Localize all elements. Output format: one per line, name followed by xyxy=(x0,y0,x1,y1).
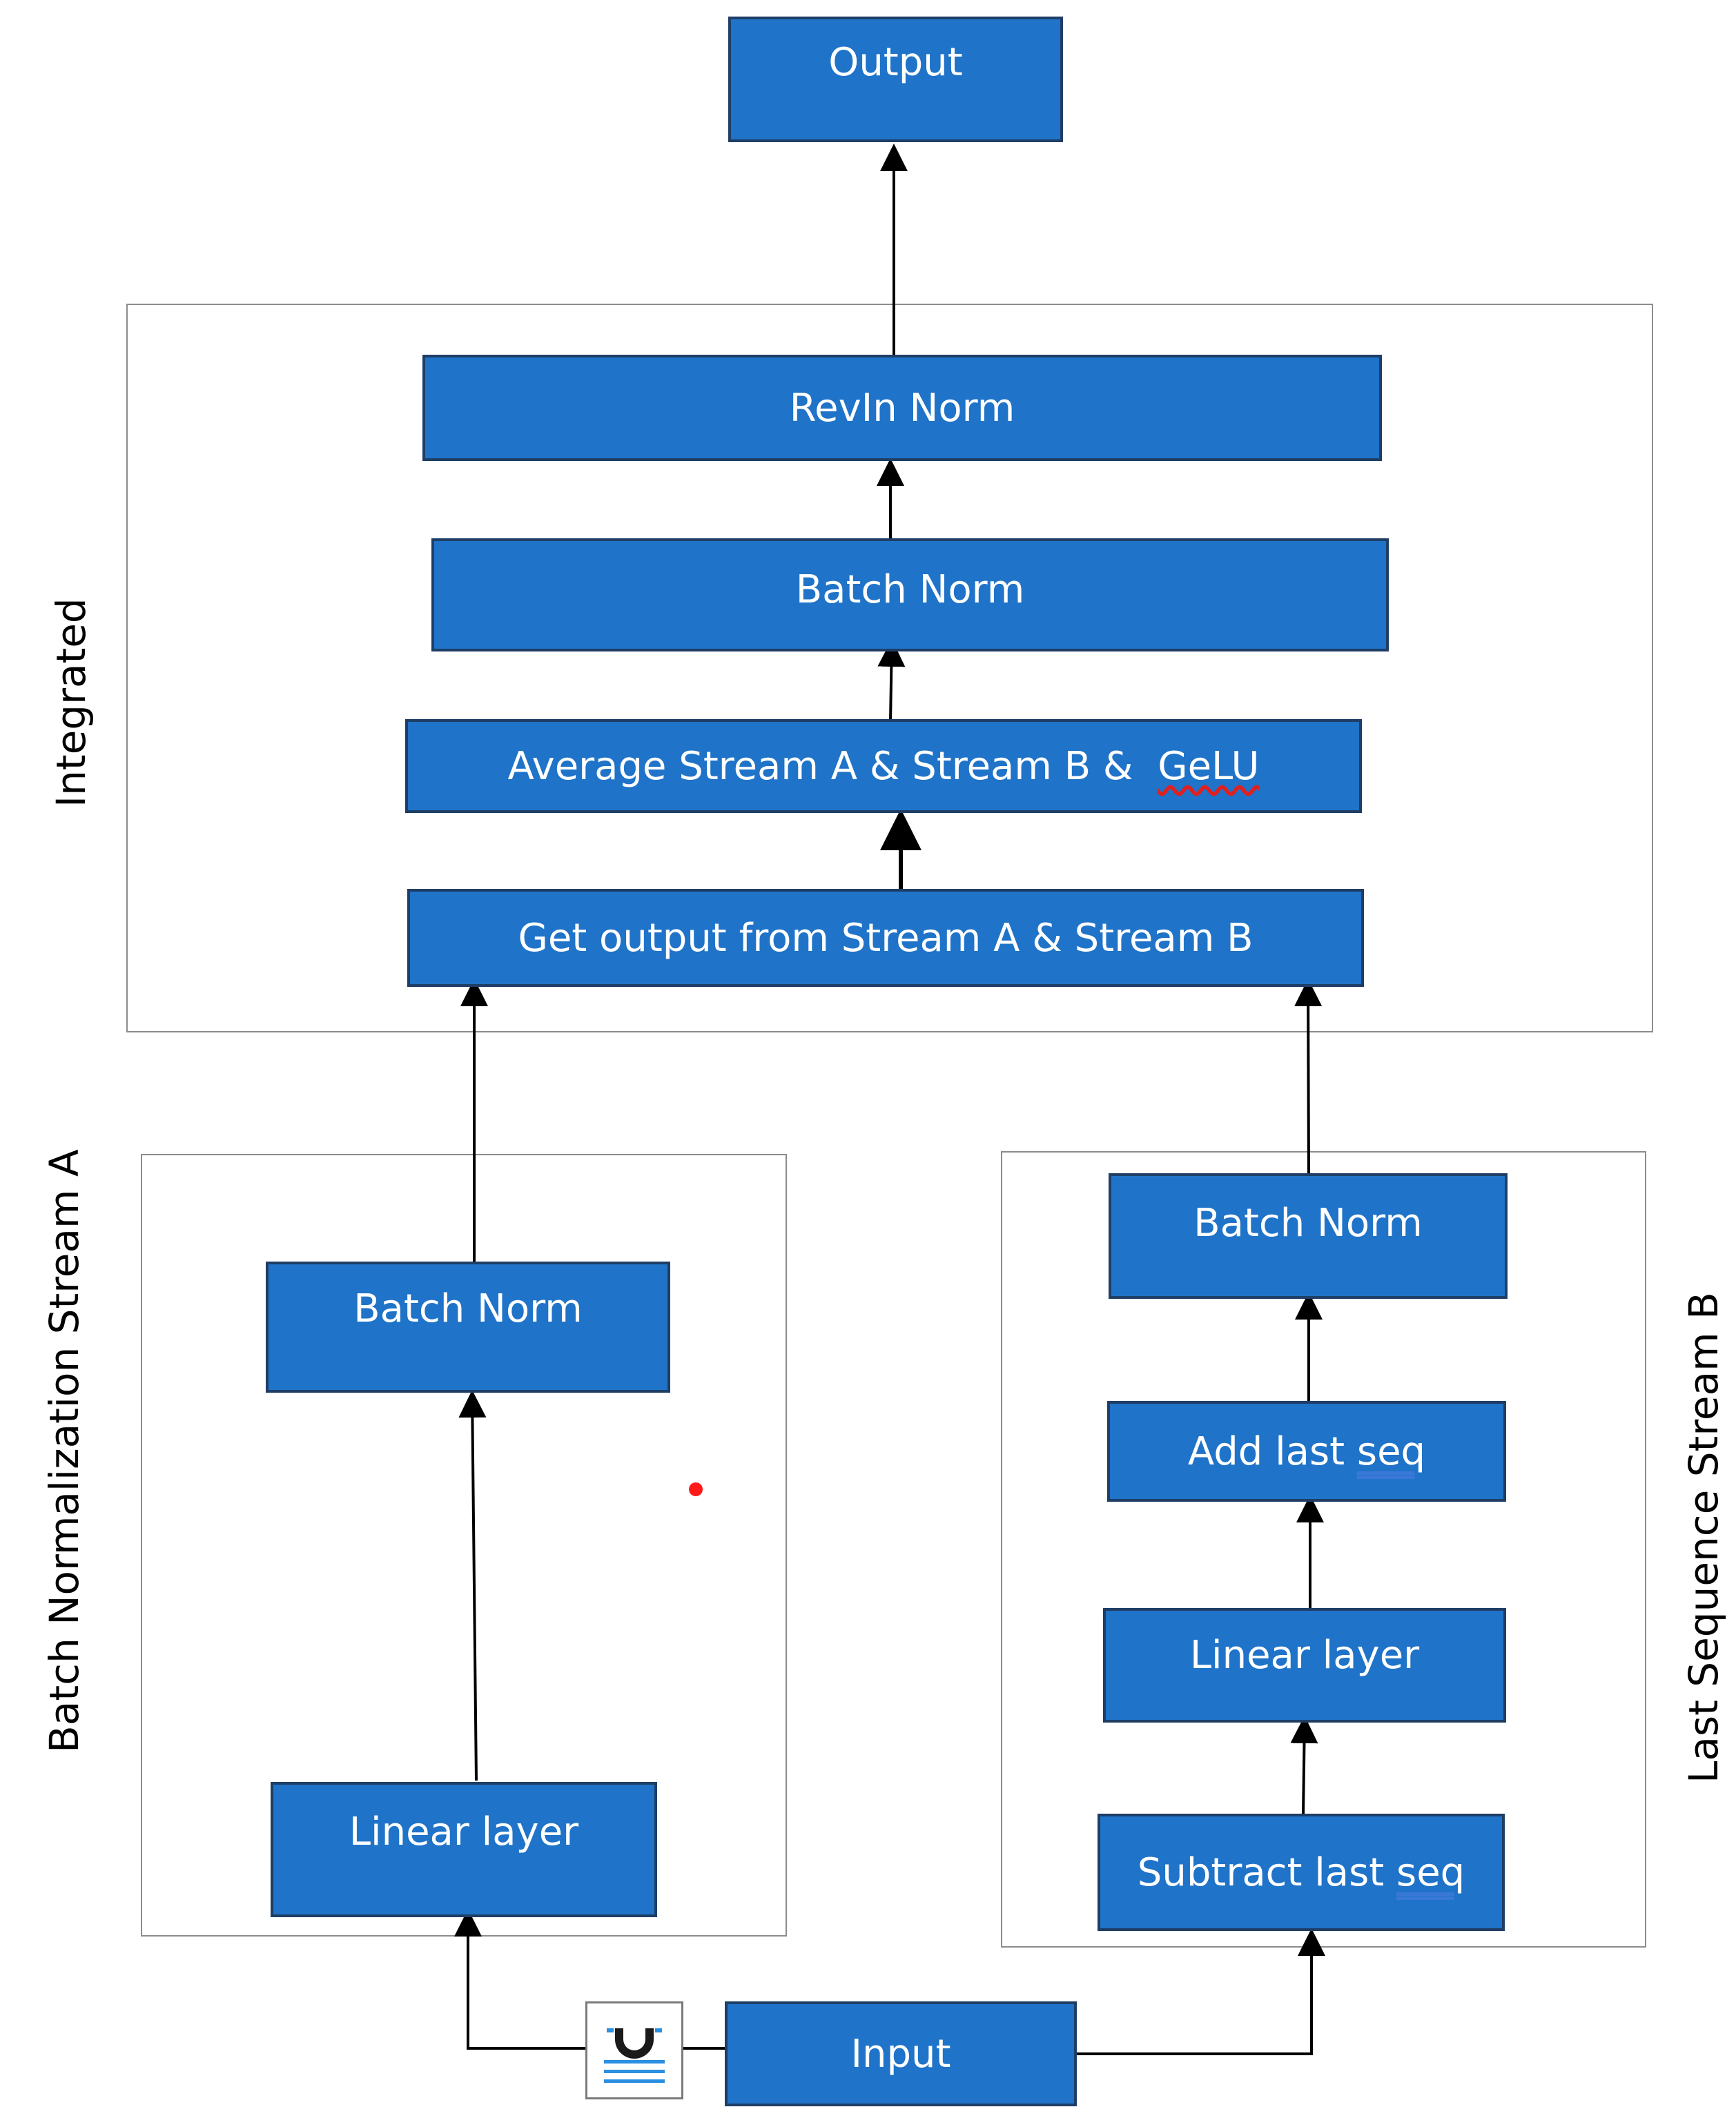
edge-input-streamb xyxy=(1075,1928,1325,2055)
get-output-node: Get output from Stream A & Stream B xyxy=(407,889,1364,987)
edge-b-subtract-linear xyxy=(1290,1716,1318,1816)
integrated-batch-norm-node: Batch Norm xyxy=(431,538,1389,651)
stream-b-batch-norm-node: Batch Norm xyxy=(1109,1173,1508,1299)
stream-a-batch-norm-node: Batch Norm xyxy=(266,1262,670,1393)
magnet-text-icon-svg xyxy=(604,2028,665,2083)
add-seq-label: seq xyxy=(1356,1429,1426,1474)
marker-dot xyxy=(689,1482,703,1496)
add-last-label: Add last xyxy=(1187,1429,1357,1474)
revin-norm-node: RevIn Norm xyxy=(422,355,1382,461)
input-node: Input xyxy=(725,2001,1077,2106)
edge-average-bn xyxy=(877,639,906,722)
average-node: Average Stream A & Stream B & GeLU xyxy=(405,719,1362,813)
integrated-group xyxy=(126,304,1653,1032)
stream-b-linear-node: Linear layer xyxy=(1103,1608,1506,1723)
add-last-seq-node: Add last seq xyxy=(1107,1401,1506,1502)
edge-streamb-getoutput xyxy=(1294,979,1323,1174)
subtract-last-seq-node: Subtract last seq xyxy=(1098,1814,1505,1931)
subtract-last-label: Subtract last xyxy=(1137,1850,1397,1895)
stream-a-linear-node: Linear layer xyxy=(271,1782,657,1917)
subtract-seq-label: seq xyxy=(1396,1850,1465,1895)
output-node: Output xyxy=(728,17,1063,142)
average-label: Average Stream A & Stream B & xyxy=(507,743,1158,789)
edge-a-linear-bn xyxy=(458,1390,487,1781)
gelu-label: GeLU xyxy=(1158,743,1260,789)
magnet-text-icon[interactable] xyxy=(585,2001,683,2099)
